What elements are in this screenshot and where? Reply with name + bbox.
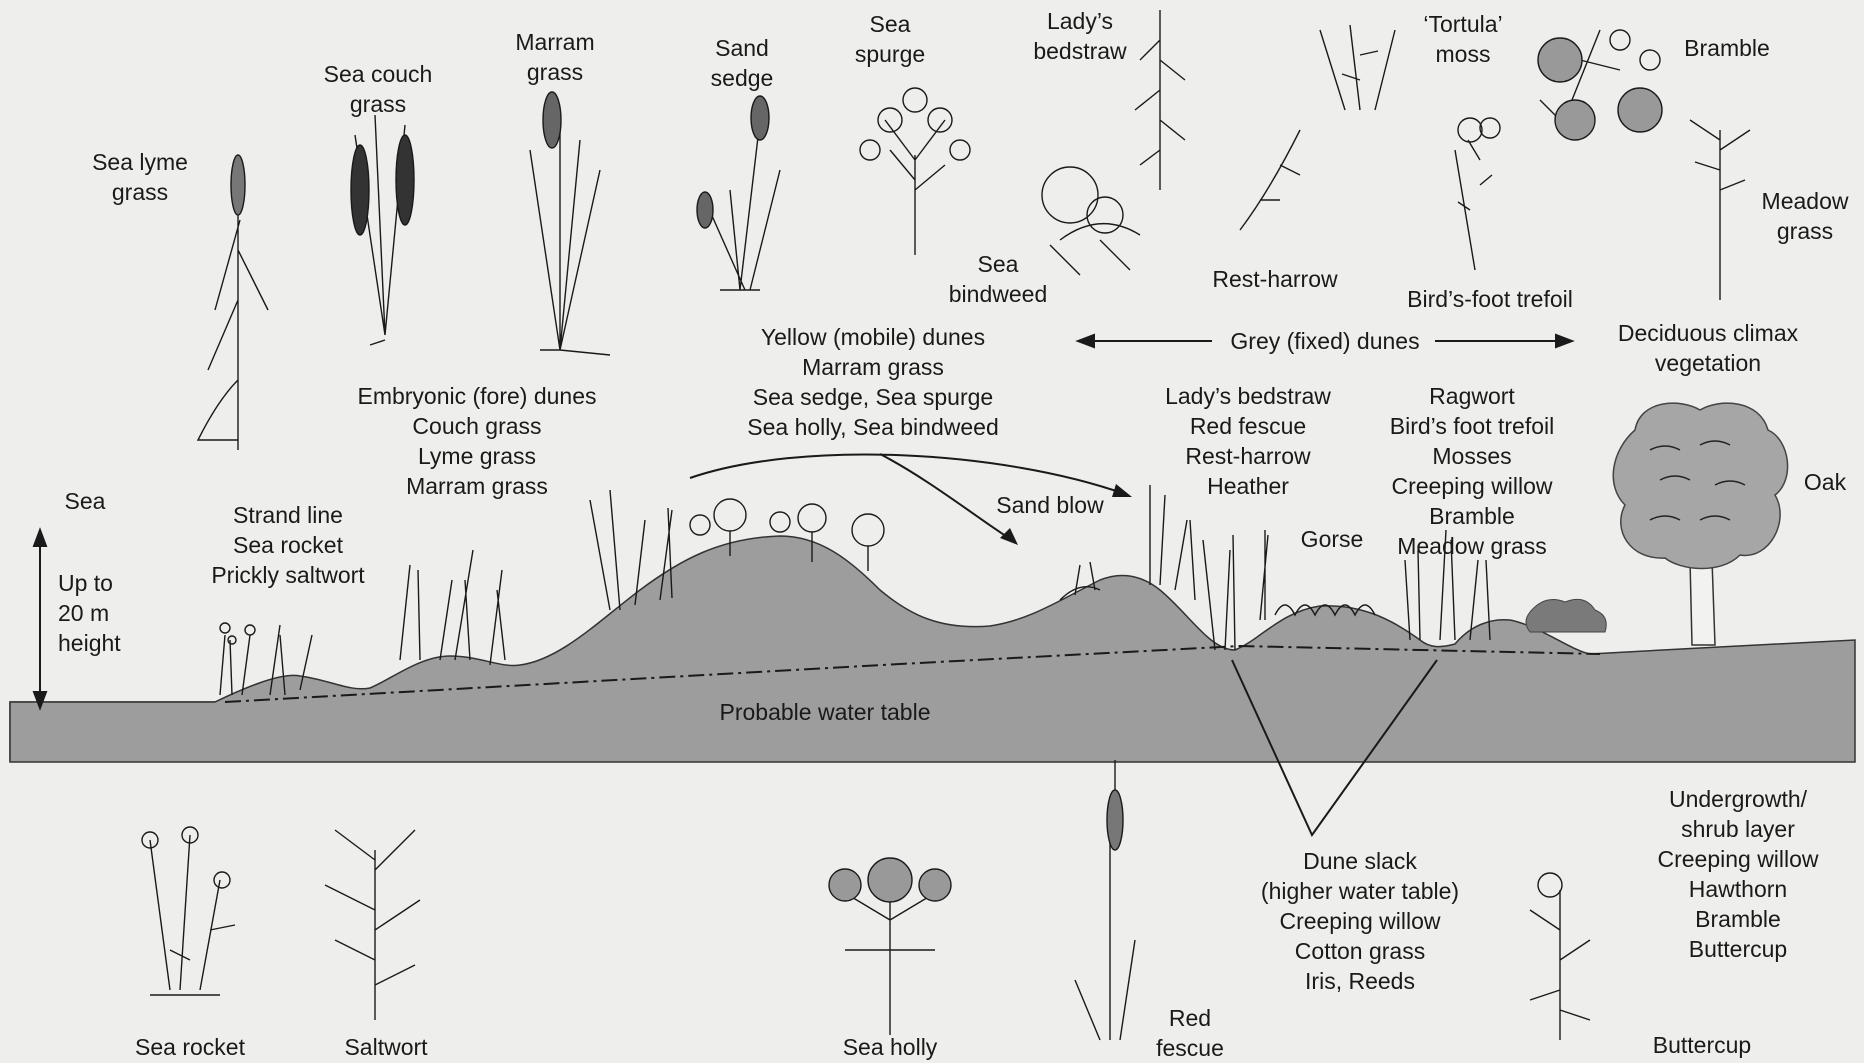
embryonic-line-2: Couch grass — [357, 411, 596, 441]
embryonic-line-3: Lyme grass — [357, 441, 596, 471]
tortula-line-2: moss — [1423, 39, 1502, 69]
red-fescue-line-1: Red — [1156, 1003, 1224, 1033]
yellow-dunes-zone: Yellow (mobile) dunes Marram grass Sea s… — [747, 322, 998, 442]
strand-line-2: Sea rocket — [211, 530, 364, 560]
sea-holly-label: Sea holly — [843, 1032, 938, 1062]
sand-blow-label: Sand blow — [996, 490, 1103, 520]
oak-label: Oak — [1804, 467, 1846, 497]
sea-bindweed-line-1: Sea — [949, 249, 1047, 279]
undergrowth-line-3: Creeping willow — [1657, 844, 1818, 874]
gorse-label: Gorse — [1301, 524, 1364, 554]
sea-lyme-line-2: grass — [92, 177, 188, 207]
dune-slack-label: Dune slack (higher water table) Creeping… — [1261, 846, 1459, 996]
sea-lyme-line-1: Sea lyme — [92, 147, 188, 177]
tortula-moss-label: ‘Tortula’ moss — [1423, 9, 1502, 69]
undergrowth-line-4: Hawthorn — [1657, 874, 1818, 904]
sea-rocket-label: Sea rocket — [135, 1032, 245, 1062]
strand-line-3: Prickly saltwort — [211, 560, 364, 590]
meadow-grass-line-1: Meadow — [1762, 186, 1849, 216]
height-line-3: height — [58, 628, 121, 658]
sea-couch-line-2: grass — [324, 89, 433, 119]
grey-right-3: Mosses — [1390, 441, 1554, 471]
sea-couch-line-1: Sea couch — [324, 59, 433, 89]
sea-bindweed-line-2: bindweed — [949, 279, 1047, 309]
embryonic-line-4: Marram grass — [357, 471, 596, 501]
sea-label: Sea — [65, 486, 106, 516]
climax-line-1: Deciduous climax — [1618, 318, 1798, 348]
height-arrow — [34, 530, 46, 708]
sand-sedge-line-1: Sand — [711, 33, 774, 63]
embryonic-line-1: Embryonic (fore) dunes — [357, 381, 596, 411]
height-label: Up to 20 m height — [58, 568, 121, 658]
sea-bindweed-label: Sea bindweed — [949, 249, 1047, 309]
climax-vegetation-label: Deciduous climax vegetation — [1618, 318, 1798, 378]
marram-line-2: grass — [515, 57, 594, 87]
slack-line-2: (higher water table) — [1261, 876, 1459, 906]
sea-spurge-label: Sea spurge — [855, 9, 925, 69]
grey-right-2: Bird’s foot trefoil — [1390, 411, 1554, 441]
slack-line-1: Dune slack — [1261, 846, 1459, 876]
rest-harrow-label: Rest-harrow — [1212, 264, 1337, 294]
grey-left-3: Rest-harrow — [1165, 441, 1331, 471]
water-table-label: Probable water table — [720, 697, 931, 727]
slack-line-3: Creeping willow — [1261, 906, 1459, 936]
height-line-1: Up to — [58, 568, 121, 598]
ladys-bedstraw-line-2: bedstraw — [1033, 36, 1126, 66]
slack-line-5: Iris, Reeds — [1261, 966, 1459, 996]
red-fescue-label: Red fescue — [1156, 1003, 1224, 1063]
sand-blow-arrowhead-1 — [1112, 484, 1132, 497]
yellow-line-2: Marram grass — [747, 352, 998, 382]
undergrowth-line-6: Buttercup — [1657, 934, 1818, 964]
meadow-grass-line-2: grass — [1762, 216, 1849, 246]
grey-right-1: Ragwort — [1390, 381, 1554, 411]
marram-line-1: Marram — [515, 27, 594, 57]
strand-line-1: Strand line — [211, 500, 364, 530]
undergrowth-line-1: Undergrowth/ — [1657, 784, 1818, 814]
meadow-grass-label: Meadow grass — [1762, 186, 1849, 246]
grey-dunes-species-left: Lady’s bedstraw Red fescue Rest-harrow H… — [1165, 381, 1331, 501]
grey-left-2: Red fescue — [1165, 411, 1331, 441]
grey-left-4: Heather — [1165, 471, 1331, 501]
sand-sedge-line-2: sedge — [711, 63, 774, 93]
sea-spurge-line-2: spurge — [855, 39, 925, 69]
grey-right-6: Meadow grass — [1390, 531, 1554, 561]
ladys-bedstraw-label: Lady’s bedstraw — [1033, 6, 1126, 66]
sea-spurge-line-1: Sea — [855, 9, 925, 39]
bramble-label: Bramble — [1684, 33, 1770, 63]
grey-left-1: Lady’s bedstraw — [1165, 381, 1331, 411]
oak-tree — [1613, 403, 1787, 645]
sea-couch-grass-label: Sea couch grass — [324, 59, 433, 119]
grey-dunes-label: Grey (fixed) dunes — [1230, 326, 1419, 356]
height-line-2: 20 m — [58, 598, 121, 628]
undergrowth-line-5: Bramble — [1657, 904, 1818, 934]
embryonic-dunes-zone: Embryonic (fore) dunes Couch grass Lyme … — [357, 381, 596, 501]
grey-right-4: Creeping willow — [1390, 471, 1554, 501]
marram-grass-label: Marram grass — [515, 27, 594, 87]
buttercup-label: Buttercup — [1653, 1030, 1751, 1060]
saltwort-label: Saltwort — [344, 1032, 427, 1062]
sand-sedge-label: Sand sedge — [711, 33, 774, 93]
shrub-cluster — [1526, 599, 1606, 632]
sand-blow-arrowhead-2 — [1000, 528, 1018, 545]
strand-line-zone: Strand line Sea rocket Prickly saltwort — [211, 500, 364, 590]
undergrowth-label: Undergrowth/ shrub layer Creeping willow… — [1657, 784, 1818, 964]
birds-foot-trefoil-label: Bird’s-foot trefoil — [1407, 284, 1573, 314]
sea-lyme-grass-label: Sea lyme grass — [92, 147, 188, 207]
slack-line-4: Cotton grass — [1261, 936, 1459, 966]
tortula-line-1: ‘Tortula’ — [1423, 9, 1502, 39]
undergrowth-line-2: shrub layer — [1657, 814, 1818, 844]
yellow-line-3: Sea sedge, Sea spurge — [747, 382, 998, 412]
grey-right-5: Bramble — [1390, 501, 1554, 531]
climax-line-2: vegetation — [1618, 348, 1798, 378]
yellow-line-1: Yellow (mobile) dunes — [747, 322, 998, 352]
red-fescue-line-2: fescue — [1156, 1033, 1224, 1063]
grey-dunes-species-right: Ragwort Bird’s foot trefoil Mosses Creep… — [1390, 381, 1554, 561]
yellow-line-4: Sea holly, Sea bindweed — [747, 412, 998, 442]
ladys-bedstraw-line-1: Lady’s — [1033, 6, 1126, 36]
